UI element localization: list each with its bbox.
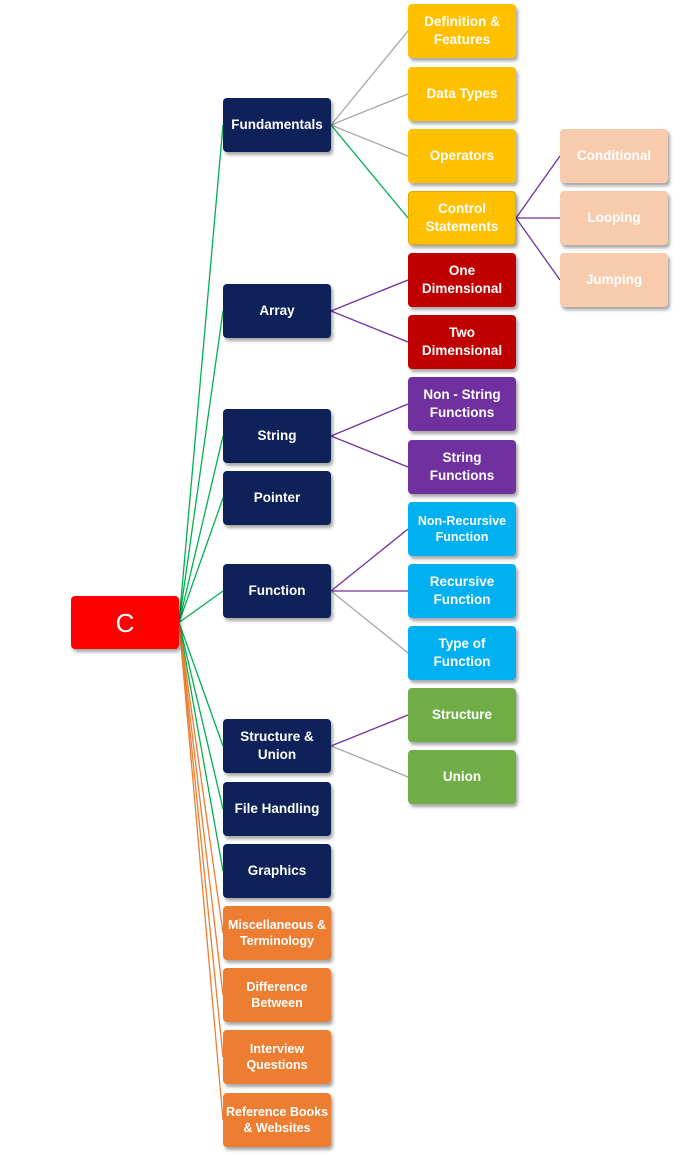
topic-reference-books-websites: Reference Books & Websites xyxy=(223,1093,331,1147)
topic-structure-union: Structure & Union xyxy=(223,719,331,773)
connector-root-ref xyxy=(178,622,224,1121)
connector-structure-structure xyxy=(330,714,409,747)
connector-root-fund xyxy=(178,124,224,623)
connector-function-nonrec xyxy=(330,528,409,592)
structure-structure: Structure xyxy=(408,688,516,742)
topic-function: Function xyxy=(223,564,331,618)
topic-string: String xyxy=(223,409,331,463)
root-node-c: C xyxy=(71,596,179,649)
connector-fundamentals-def xyxy=(330,30,409,126)
connector-root-graphics xyxy=(178,622,224,872)
connector-root-file xyxy=(178,622,224,810)
structure-union: Union xyxy=(408,750,516,804)
connector-fundamentals-op xyxy=(330,124,409,157)
topic-miscellaneous-terminology: Miscellaneous & Terminology xyxy=(223,906,331,960)
control-looping: Looping xyxy=(560,191,668,245)
connector-structure-union xyxy=(330,745,409,778)
connector-array-one xyxy=(330,279,409,312)
topic-graphics: Graphics xyxy=(223,844,331,898)
connector-root-array xyxy=(178,310,224,623)
string-non-string-functions: Non - String Functions xyxy=(408,377,516,431)
connector-array-two xyxy=(330,310,409,343)
connector-string-strfn xyxy=(330,435,409,468)
topic-fundamentals: Fundamentals xyxy=(223,98,331,152)
topic-array: Array xyxy=(223,284,331,338)
connector-root-func xyxy=(178,590,224,624)
fundamentals-operators: Operators xyxy=(408,129,516,183)
connector-control-cond xyxy=(515,155,561,219)
topic-difference-between: Difference Between xyxy=(223,968,331,1022)
topic-file-handling: File Handling xyxy=(223,782,331,836)
connector-fundamentals-dt xyxy=(330,93,409,126)
function-recursive: Recursive Function xyxy=(408,564,516,618)
function-type-of-function: Type of Function xyxy=(408,626,516,680)
control-conditional: Conditional xyxy=(560,129,668,183)
array-one-dimensional: One Dimensional xyxy=(408,253,516,307)
fundamentals-data-types: Data Types xyxy=(408,67,516,121)
connector-root-struct xyxy=(178,622,224,747)
connector-root-misc xyxy=(178,622,224,934)
string-string-functions: String Functions xyxy=(408,440,516,494)
topic-pointer: Pointer xyxy=(223,471,331,525)
connector-fundamentals-ctrl xyxy=(330,124,409,219)
fundamentals-definition-features: Definition & Features xyxy=(408,4,516,58)
connector-root-pointer xyxy=(178,497,224,623)
array-two-dimensional: Two Dimensional xyxy=(408,315,516,369)
connector-root-diff xyxy=(178,622,224,996)
connector-control-jump xyxy=(515,217,561,281)
control-jumping: Jumping xyxy=(560,253,668,307)
fundamentals-control-statements: Control Statements xyxy=(408,191,516,245)
function-non-recursive: Non-Recursive Function xyxy=(408,502,516,556)
connector-root-interview xyxy=(178,622,224,1058)
connector-function-type xyxy=(330,590,409,654)
connector-root-string xyxy=(178,435,224,623)
topic-interview-questions: Interview Questions xyxy=(223,1030,331,1084)
connector-string-nonstr xyxy=(330,403,409,437)
